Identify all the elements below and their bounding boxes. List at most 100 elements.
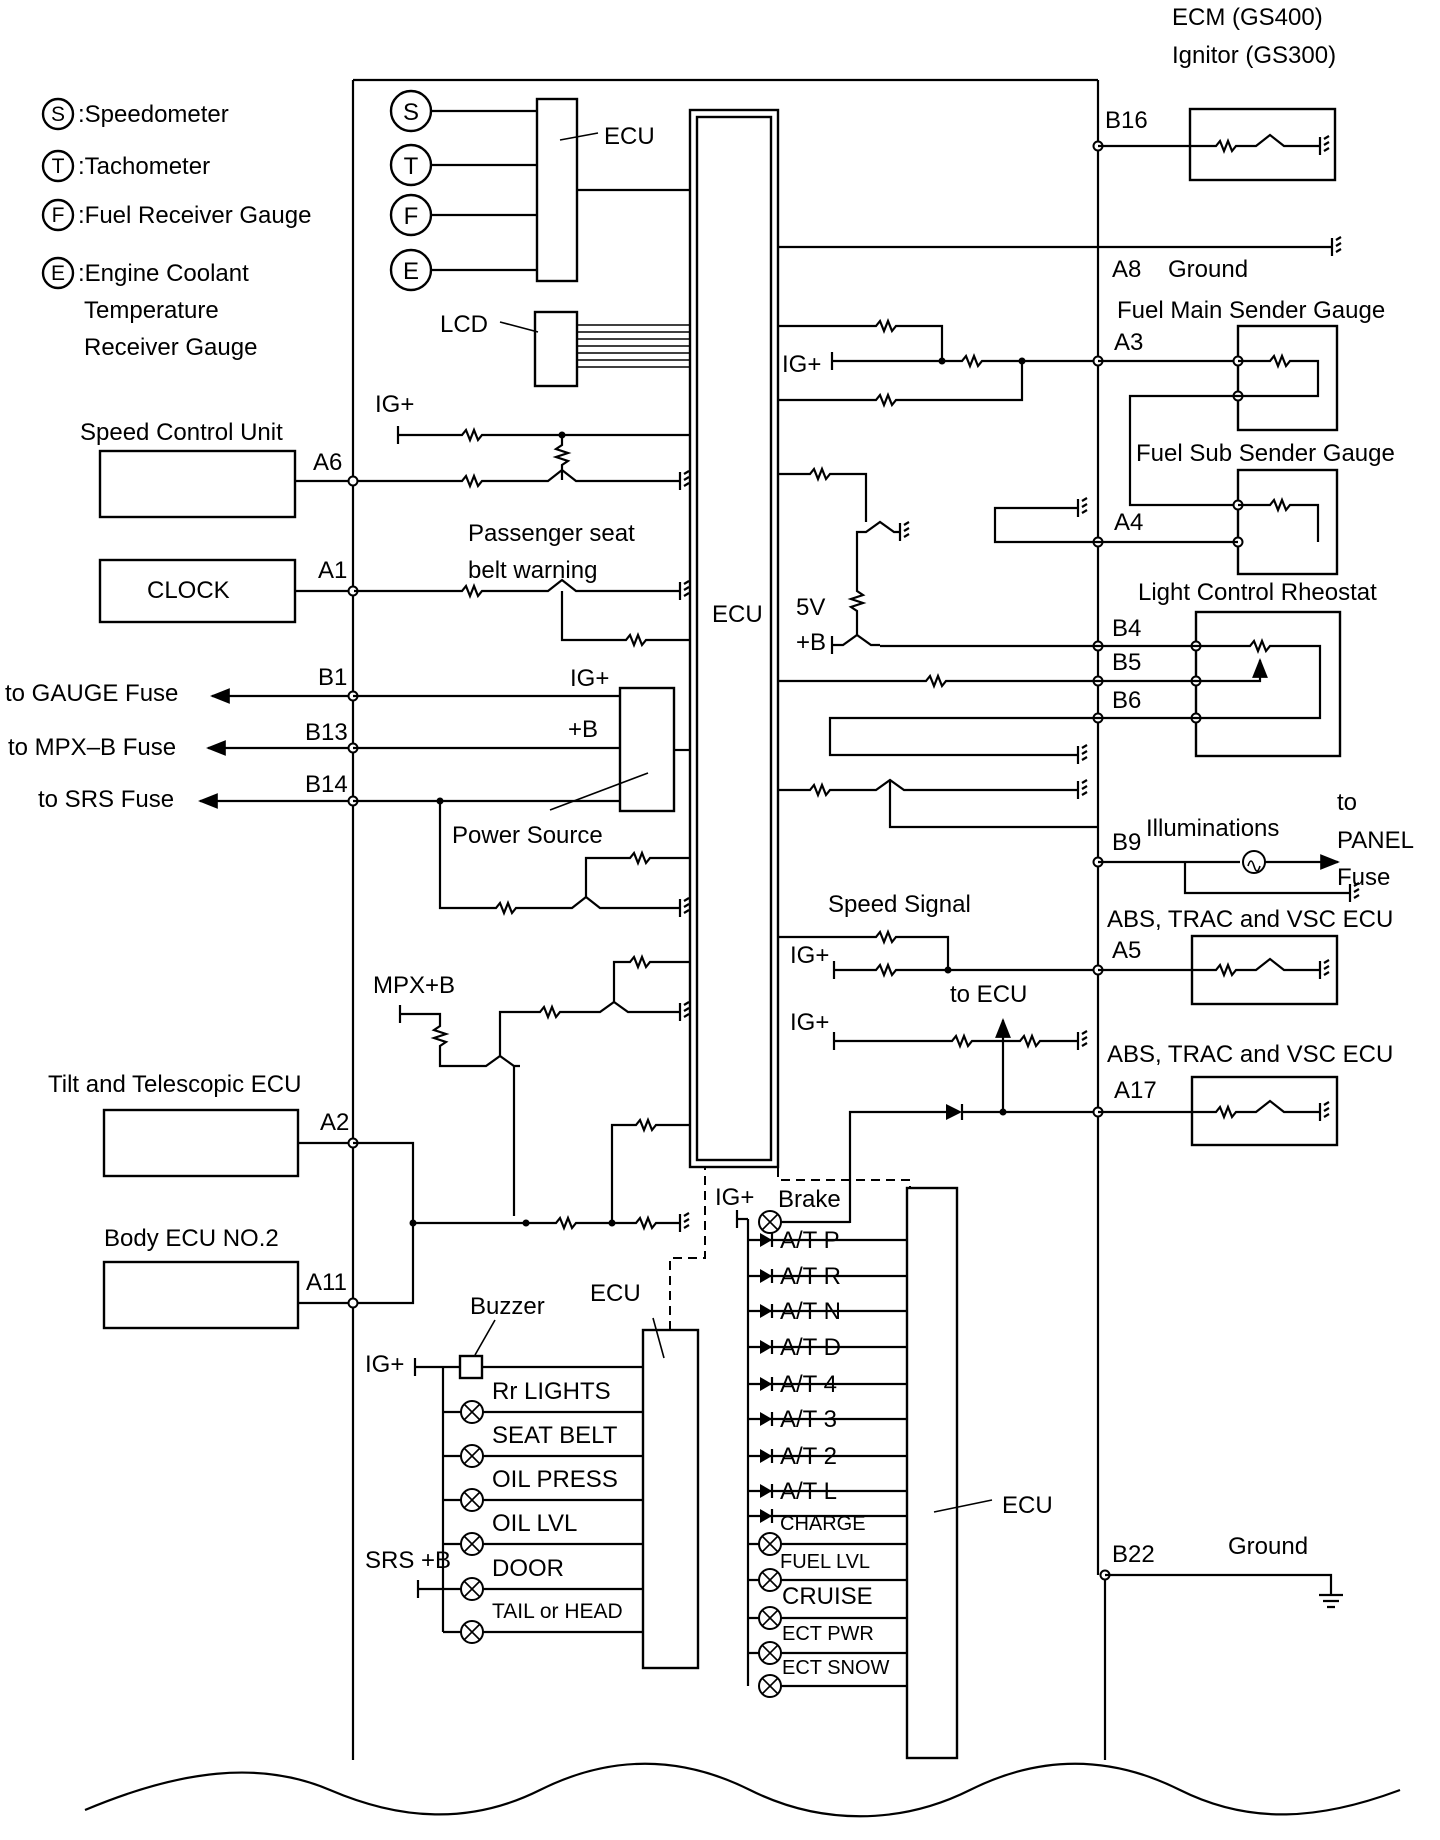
svg-text:S: S [403, 99, 419, 126]
pin-b1: B1 [318, 664, 347, 691]
legend-symbol: S [51, 103, 65, 126]
indicator-at-2: A/T 2 [748, 1443, 907, 1470]
svg-text:F: F [404, 203, 419, 230]
legend-text-line2: Temperature [84, 297, 219, 324]
indicator-lamp-label: A/T 3 [780, 1406, 837, 1433]
gauge-speedometer: S [389, 89, 433, 133]
abs-ecu-label-1: ABS, TRAC and VSC ECU [1107, 906, 1393, 933]
indicator-lamp-label: FUEL LVL [780, 1551, 870, 1573]
indicator-charge: CHARGE [748, 1509, 907, 1535]
fuel-sub-sender: Fuel Sub Sender Gauge A4 [993, 394, 1395, 576]
srs-plus-b-label: SRS +B [365, 1547, 451, 1574]
pin-b6: B6 [1112, 687, 1141, 714]
to-panel-label-1: to [1337, 789, 1357, 816]
buzzer-box [458, 1354, 484, 1380]
indicator-at-4: A/T 4 [748, 1371, 907, 1398]
gauge-ecu-label: ECU [604, 123, 655, 150]
pin-a1: A1 [318, 557, 347, 584]
speed-ig-plus-label: IG+ [790, 942, 829, 969]
gauge-fuel: F [389, 193, 433, 237]
warning-ecu-box [641, 1328, 700, 1670]
pin-b9: B9 [1112, 829, 1141, 856]
legend-item-coolant-gauge: E :Engine Coolant [41, 256, 249, 290]
indicator-ig-plus-label: IG+ [715, 1184, 754, 1211]
abs-ecu-label-2: ABS, TRAC and VSC ECU [1107, 1041, 1393, 1068]
to-gauge-fuse: to GAUGE Fuse [5, 680, 178, 707]
gauge-tachometer: T [389, 143, 433, 187]
warning-lamp-tail-or-head: TAIL or HEAD [443, 1600, 643, 1644]
indicator-brake [758, 1210, 852, 1234]
indicator-lamp-label: ECT SNOW [782, 1657, 890, 1679]
warning-lamp-oil-press: OIL PRESS [443, 1466, 643, 1512]
warning-lamp-label: SEAT BELT [492, 1422, 618, 1449]
five-volt-circuit: 5V +B [778, 466, 910, 656]
to-panel-label-2: PANEL [1337, 827, 1414, 854]
speed-signal-label: Speed Signal [828, 891, 971, 918]
legend-text: :Speedometer [78, 101, 229, 128]
pin-b13: B13 [305, 719, 348, 746]
gauge-coolant: E [389, 248, 433, 292]
indicator-at-r: A/T R [748, 1263, 907, 1290]
gauge-ecu-box [535, 97, 579, 283]
tilt-ecu-label: Tilt and Telescopic ECU [48, 1071, 301, 1098]
legend-symbol: E [51, 262, 65, 285]
to-mpx-b-fuse: to MPX–B Fuse [8, 734, 176, 761]
indicator-lamp-label: CHARGE [780, 1513, 866, 1535]
legend-symbol: T [52, 155, 65, 178]
tilt-telescopic-ecu: Tilt and Telescopic ECU A2 [48, 1071, 415, 1305]
svg-text:E: E [403, 258, 419, 285]
pin-a8: A8 [1112, 256, 1141, 283]
indicator-lamp-label: A/T L [780, 1478, 837, 1505]
lcd-section: LCD [440, 310, 690, 388]
pin-a11: A11 [306, 1269, 347, 1296]
ground-b22: B22 Ground [1099, 1533, 1343, 1609]
indicator-lamp-label: A/T P [780, 1227, 840, 1254]
light-control-rheostat: Light Control Rheostat B4 B5 B6 [778, 579, 1377, 764]
indicator-at-n: A/T N [748, 1298, 907, 1325]
lcd-box [533, 310, 579, 388]
mpx-b-circuit: MPX+B [373, 954, 690, 1216]
warning-lamp-label: DOOR [492, 1555, 564, 1582]
indicator-lamp-section: IG+ Brake ECU A/T P A/T R A/T N [715, 1168, 1053, 1760]
power-ig-plus-label: IG+ [570, 665, 609, 692]
pin-a4: A4 [1114, 509, 1143, 536]
indicator-lamp-label: A/T D [780, 1334, 841, 1361]
legend-item-speedometer: S :Speedometer [41, 97, 229, 131]
pin-b14: B14 [305, 771, 348, 798]
fuel-main-label: Fuel Main Sender Gauge [1117, 297, 1385, 324]
pin-a3: A3 [1114, 329, 1143, 356]
clock-label: CLOCK [147, 577, 230, 604]
indicator-ecu-box [905, 1186, 959, 1760]
indicator-ecu-label: ECU [1002, 1492, 1053, 1519]
illumination-bulb-icon [1242, 850, 1266, 874]
power-source: Power Source [436, 686, 690, 917]
legend-item-tachometer: T :Tachometer [41, 149, 210, 183]
to-srs-fuse: to SRS Fuse [38, 786, 174, 813]
abs-a17-circuit: IG+ to ECU ABS, TRAC and VSC ECU A17 [790, 981, 1393, 1222]
five-v-label: 5V [796, 594, 825, 621]
indicator-lamp-label: A/T N [780, 1298, 841, 1325]
indicator-at-p: A/T P [748, 1227, 907, 1254]
meter-frame [84, 78, 1401, 1818]
lcd-label: LCD [440, 311, 488, 338]
legend: S :Speedometer T :Tachometer F :Fuel Rec… [41, 97, 311, 361]
warning-lamp-section: Buzzer IG+ SRS +B Rr LIGHTS SEAT BELT OI… [365, 1168, 706, 1670]
fuel-ig-plus-label: IG+ [782, 351, 821, 378]
indicator-lamp-label: A/T R [780, 1263, 841, 1290]
fuel-main-sender: Fuel Main Sender Gauge A3 IG+ [778, 297, 1385, 432]
power-source-label: Power Source [452, 822, 603, 849]
legend-text: :Tachometer [78, 153, 210, 180]
indicator-lamp-label: ECT PWR [782, 1623, 874, 1645]
pin-b22: B22 [1112, 1541, 1155, 1568]
warning-lamp-door: DOOR [443, 1555, 643, 1601]
power-plus-b-label: +B [568, 716, 598, 743]
pin-a17: A17 [1114, 1077, 1157, 1104]
fuse-connections: B1 B13 B14 to GAUGE Fuse to MPX–B Fuse t… [5, 664, 620, 813]
indicator-lamp-label: A/T 4 [780, 1371, 837, 1398]
legend-item-fuel-gauge: F :Fuel Receiver Gauge [41, 198, 311, 232]
pin-b5: B5 [1112, 649, 1141, 676]
pin-a2: A2 [320, 1109, 349, 1136]
ground-b22-label: Ground [1228, 1533, 1308, 1560]
ground-a8-label: Ground [1168, 256, 1248, 283]
ground-symbol-icon [1319, 1593, 1343, 1609]
